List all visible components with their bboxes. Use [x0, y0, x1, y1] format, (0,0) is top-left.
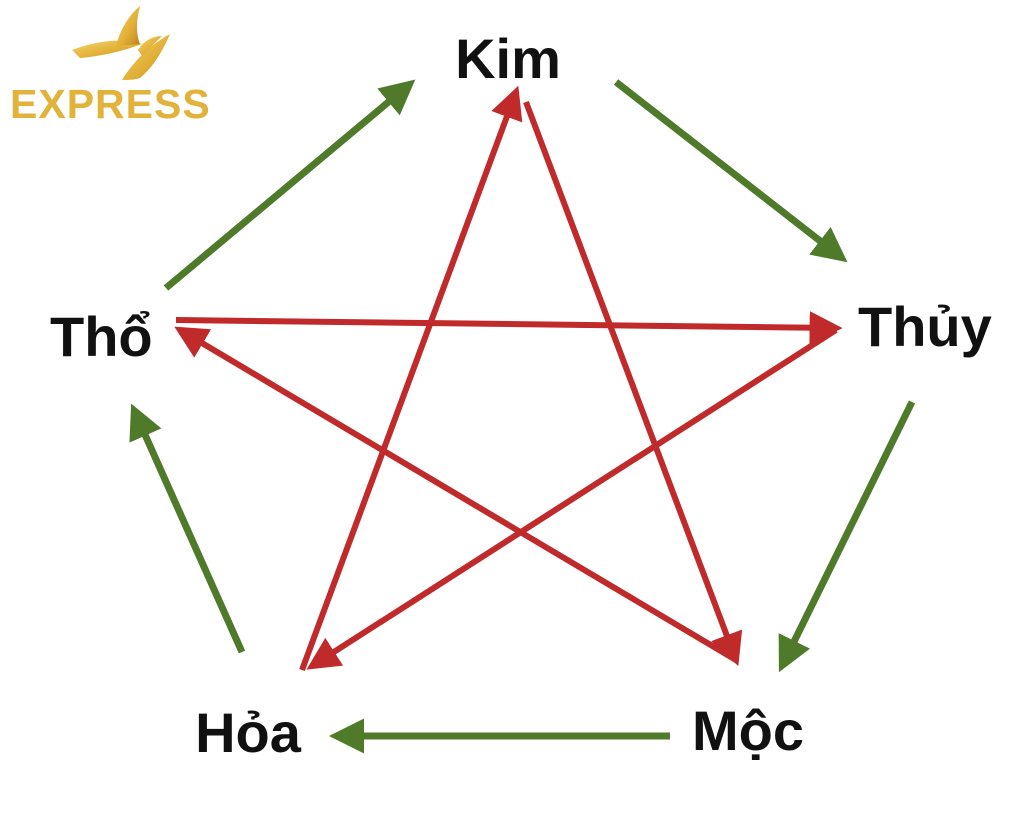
- element-labels: Kim Thủy Mộc Hỏa Thổ: [50, 27, 992, 764]
- express-logo: EXPRESS: [4, 0, 254, 135]
- label-moc: Mộc: [692, 699, 804, 762]
- controlling-star: [174, 85, 843, 672]
- arrow-hoa-to-kim: [299, 85, 523, 672]
- label-tho: Thổ: [50, 305, 153, 368]
- arrow-moc-to-tho: [174, 326, 738, 663]
- arrow-tho-to-thuy: [175, 311, 843, 345]
- arrow-kim-to-thuy: [613, 79, 848, 263]
- logo-wordmark: EXPRESS: [10, 81, 211, 127]
- bird-logo-icon: [72, 6, 170, 80]
- arrow-kim-to-moc: [523, 100, 743, 667]
- arrow-hoa-to-tho: [129, 403, 246, 654]
- arrow-tho-to-kim: [163, 79, 416, 291]
- arrow-thuy-to-hoa: [306, 327, 838, 670]
- label-hoa: Hỏa: [195, 701, 302, 764]
- generating-cycle: [129, 79, 916, 754]
- label-thuy: Thủy: [858, 295, 992, 358]
- arrow-thuy-to-moc: [778, 400, 916, 673]
- label-kim: Kim: [455, 27, 561, 90]
